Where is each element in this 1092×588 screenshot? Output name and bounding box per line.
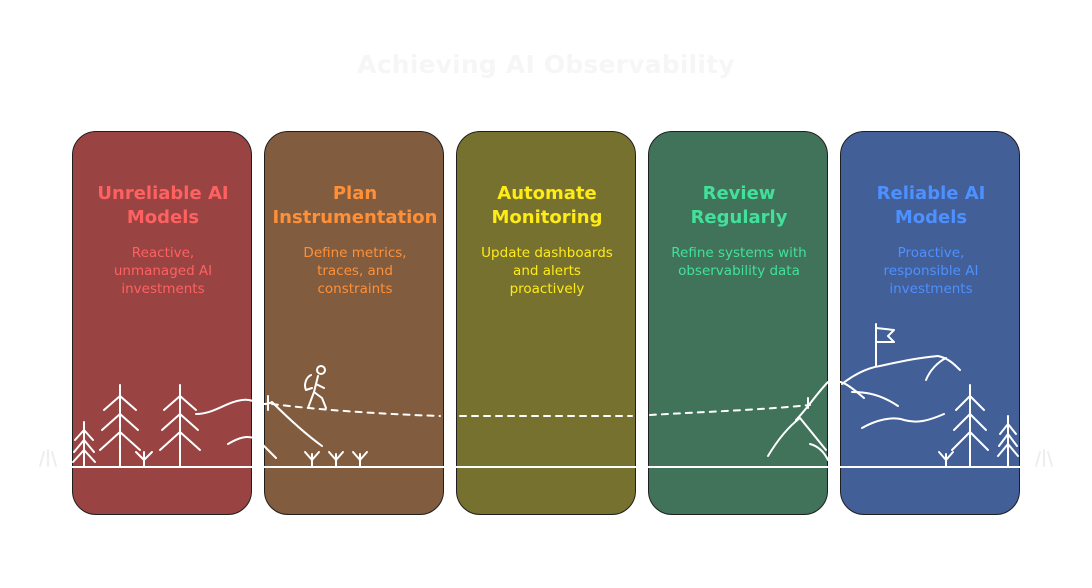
stage-card-reliable-ai-models: Reliable AI Models Proactive, responsibl… [840,131,1020,515]
stage-description: Define metrics, traces, and constraints [303,245,407,297]
stage-card-plan-instrumentation: Plan Instrumentation Define metrics, tra… [264,131,444,515]
stage-description: Refine systems with observability data [671,245,807,279]
stage-heading: Plan Instrumentation [272,183,438,228]
stage-card-unreliable-ai-models: Unreliable AI Models Reactive, unmanaged… [72,131,252,515]
stage-heading: Review Regularly [690,183,788,228]
grass-tuft-icon [39,449,57,467]
stage-heading: Reliable AI Models [876,183,986,228]
stage-heading: Unreliable AI Models [97,183,229,228]
stage-description: Update dashboards and alerts proactively [481,245,613,297]
stage-card-automate-monitoring: Automate Monitoring Update dashboards an… [456,131,636,515]
stage-card-review-regularly: Review Regularly Refine systems with obs… [648,131,828,515]
stage-heading: Automate Monitoring [491,183,603,228]
stage-description: Proactive, responsible AI investments [883,245,979,297]
diagram-title: Achieving AI Observability [357,50,735,79]
stage-description: Reactive, unmanaged AI investments [113,245,213,297]
grass-tuft-icon [1035,449,1053,467]
